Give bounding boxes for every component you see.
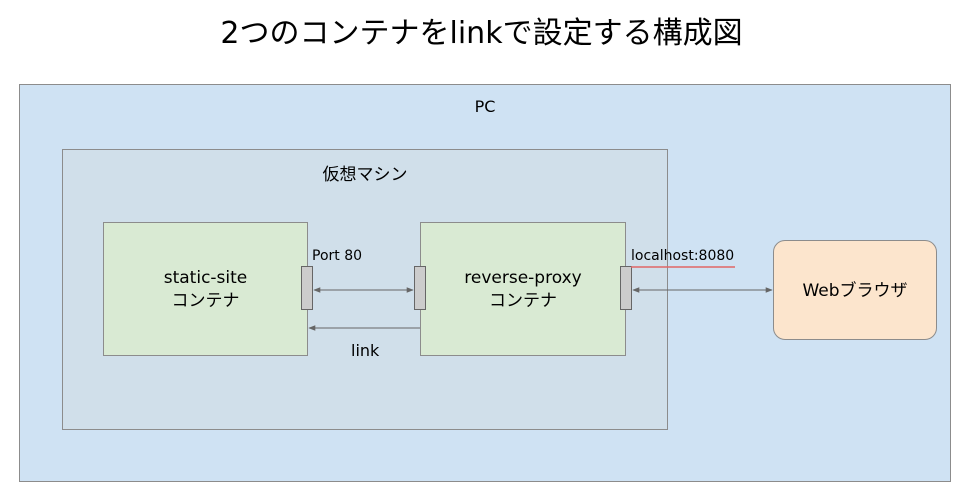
virtual-machine-label: 仮想マシン	[322, 165, 408, 185]
reverse-proxy-name: reverse-proxy	[464, 268, 582, 288]
port-80-label: Port 80	[312, 248, 363, 264]
localhost-label: localhost:8080	[631, 248, 735, 264]
static-site-type: コンテナ	[171, 291, 240, 311]
web-browser-label: Webブラウザ	[802, 281, 908, 301]
web-browser-box: Webブラウザ	[773, 240, 937, 340]
static-site-container: static-site コンテナ	[103, 222, 308, 356]
diagram-title: 2つのコンテナをlinkで設定する構成図	[220, 16, 743, 51]
proxy-external-port	[620, 266, 632, 310]
reverse-proxy-type: コンテナ	[489, 291, 557, 311]
static-site-name: static-site	[163, 268, 248, 288]
static-site-port	[301, 266, 313, 310]
pc-label: PC	[474, 97, 496, 116]
link-label: link	[351, 341, 380, 360]
proxy-internal-port	[414, 266, 426, 310]
reverse-proxy-container: reverse-proxy コンテナ	[420, 222, 626, 356]
